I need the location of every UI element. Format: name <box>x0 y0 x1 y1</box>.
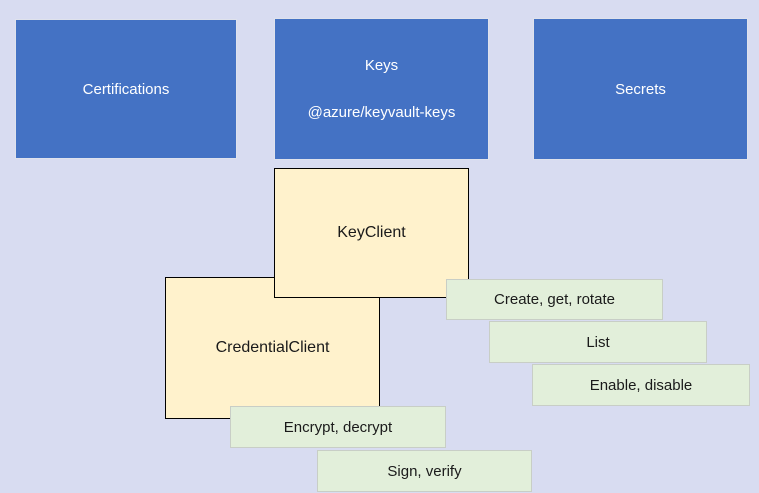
operation-label: List <box>586 333 610 351</box>
credential-client-label: CredentialClient <box>215 339 330 356</box>
operation-box-list: List <box>489 321 707 363</box>
certifications-label: Certifications <box>82 80 170 98</box>
credential-client-box: CredentialClient <box>165 277 380 419</box>
operation-box-create-get-rotate: Create, get, rotate <box>446 279 663 320</box>
operation-box-enable-disable: Enable, disable <box>532 364 750 406</box>
operation-label: Sign, verify <box>387 462 462 480</box>
operation-box-encrypt-decrypt: Encrypt, decrypt <box>230 406 446 448</box>
secrets-label: Secrets <box>615 80 666 98</box>
operation-box-sign-verify: Sign, verify <box>317 450 532 492</box>
service-box-secrets: Secrets <box>533 18 748 160</box>
key-client-box: KeyClient <box>274 168 469 298</box>
keys-label: Keys <box>364 57 399 74</box>
service-box-keys: Keys @azure/keyvault-keys <box>274 18 489 160</box>
key-client-label: KeyClient <box>337 224 406 241</box>
keys-package-label: @azure/keyvault-keys <box>307 104 456 121</box>
operation-label: Enable, disable <box>589 376 693 394</box>
operation-label: Encrypt, decrypt <box>283 418 393 436</box>
service-box-certifications: Certifications <box>15 19 237 159</box>
operation-label: Create, get, rotate <box>494 291 615 308</box>
